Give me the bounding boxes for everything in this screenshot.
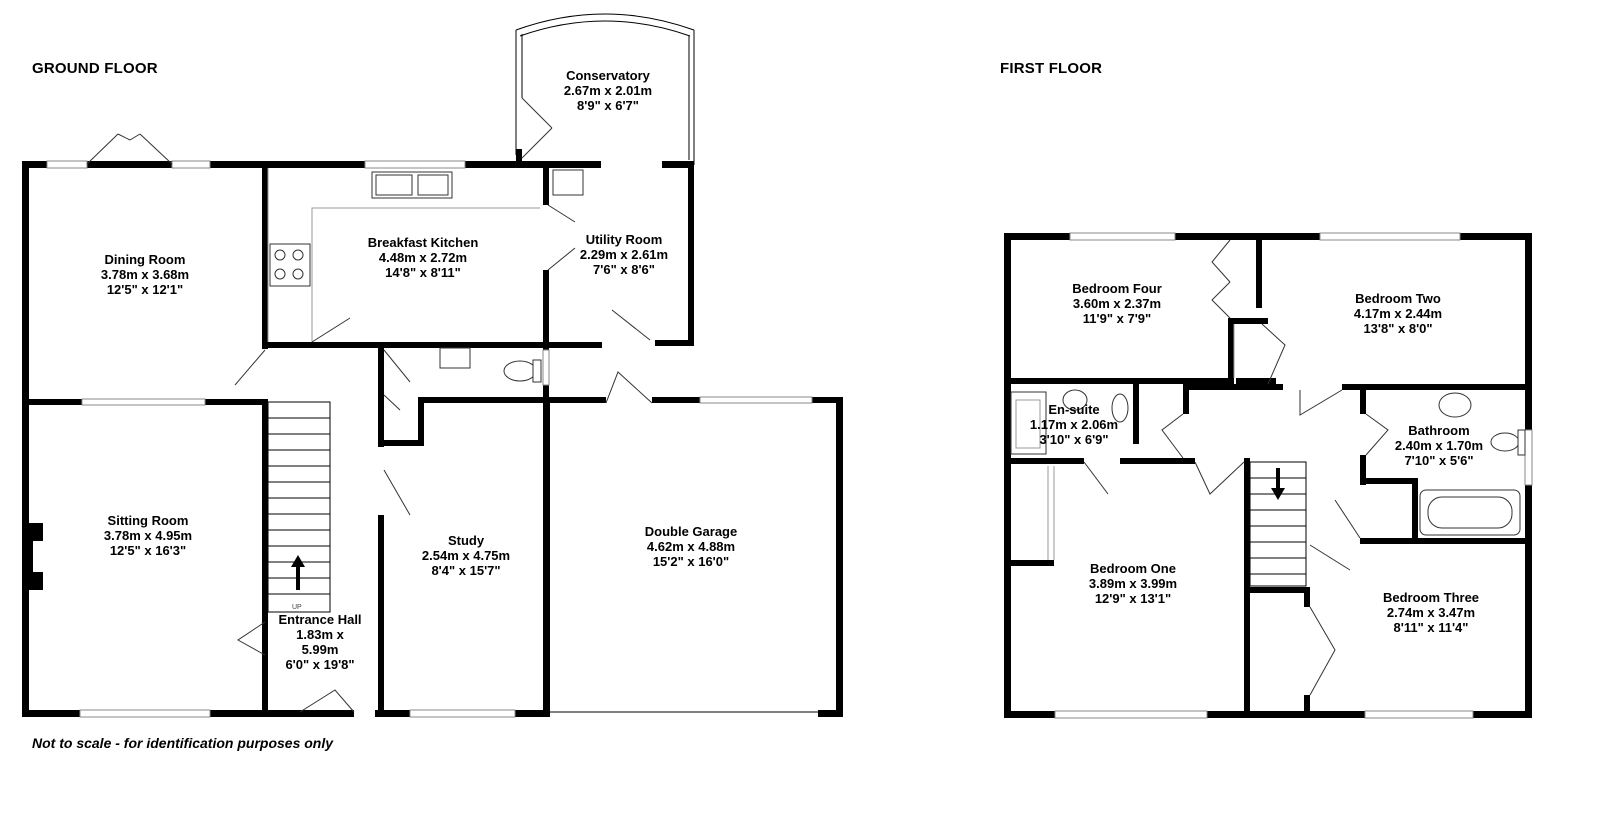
- ensuite-fixtures: [1010, 389, 1129, 455]
- first-floor-plan: [1004, 232, 1533, 719]
- room-name: Conservatory: [566, 68, 650, 83]
- room-imperial: 8'11" x 11'4": [1393, 620, 1469, 635]
- room-name: Sitting Room: [107, 513, 189, 528]
- room-name: Dining Room: [104, 252, 186, 267]
- room-imperial: 14'8" x 8'11": [385, 265, 461, 280]
- stair-arrow-down-icon: [1276, 468, 1280, 490]
- room-metric: 1.17m x 2.06m: [1029, 417, 1119, 432]
- room-name: Bedroom Four: [1072, 281, 1162, 296]
- room-label-utility-room: Utility Room 2.29m x 2.61m 7'6" x 8'6": [580, 232, 668, 277]
- bathroom-fixtures: [1419, 392, 1526, 536]
- room-label-bedroom-three: Bedroom Three 2.74m x 3.47m 8'11" x 11'4…: [1383, 590, 1479, 635]
- room-label-bedroom-two: Bedroom Two 4.17m x 2.44m 13'8" x 8'0": [1354, 291, 1442, 336]
- room-metric: 3.89m x 3.99m: [1088, 576, 1178, 591]
- room-name: En-suite: [1048, 402, 1100, 417]
- stair-arrow-up-icon: [296, 565, 300, 590]
- wc-basin: [439, 347, 471, 369]
- room-name: Utility Room: [585, 232, 663, 247]
- room-imperial: 12'9" x 13'1": [1094, 591, 1172, 606]
- room-metric: 3.60m x 2.37m: [1072, 296, 1162, 311]
- room-metric: 2.74m x 3.47m: [1386, 605, 1476, 620]
- room-label-bedroom-four: Bedroom Four 3.60m x 2.37m 11'9" x 7'9": [1072, 281, 1162, 326]
- ground-floor-windows: [46, 160, 813, 718]
- conservatory-outline: [515, 13, 695, 165]
- room-label-bathroom: Bathroom 2.40m x 1.70m 7'10" x 5'6": [1395, 423, 1483, 468]
- first-floor-windows: [1054, 232, 1533, 719]
- ground-floor-doors: [86, 97, 653, 713]
- room-imperial: 7'6" x 8'6": [593, 262, 655, 277]
- disclaimer-note: Not to scale - for identification purpos…: [32, 735, 334, 751]
- room-imperial: 6'0" x 19'8": [285, 657, 355, 672]
- room-imperial: 7'10" x 5'6": [1404, 453, 1474, 468]
- room-label-study: Study 2.54m x 4.75m 8'4" x 15'7": [422, 533, 510, 578]
- room-metric: 4.48m x 2.72m: [378, 250, 468, 265]
- room-imperial: 13'8" x 8'0": [1363, 321, 1433, 336]
- room-metric: 2.67m x 2.01m: [563, 83, 653, 98]
- first-floor-stairs: [1249, 461, 1307, 587]
- room-name: Study: [447, 533, 485, 548]
- room-imperial: 12'5" x 12'1": [106, 282, 184, 297]
- room-imperial: 12'5" x 16'3": [109, 543, 187, 558]
- first-floor-title: FIRST FLOOR: [1000, 60, 1103, 77]
- room-name: Bedroom Three: [1382, 590, 1480, 605]
- room-metric: 1.83m x: [296, 627, 344, 642]
- room-metric: 5.99m: [301, 642, 339, 657]
- room-imperial: 8'4" x 15'7": [431, 563, 501, 578]
- room-metric: 2.54m x 4.75m: [421, 548, 511, 563]
- ground-floor-plan: [22, 13, 843, 718]
- room-imperial: 8'9" x 6'7": [577, 98, 639, 113]
- room-label-breakfast-kitchen: Breakfast Kitchen 4.48m x 2.72m 14'8" x …: [368, 235, 479, 280]
- room-label-double-garage: Double Garage 4.62m x 4.88m 15'2" x 16'0…: [645, 524, 737, 569]
- room-label-en-suite: En-suite 1.17m x 2.06m 3'10" x 6'9": [1030, 402, 1118, 447]
- room-metric: 3.78m x 3.68m: [100, 267, 190, 282]
- ground-floor-title: GROUND FLOOR: [32, 60, 158, 77]
- room-name: Bedroom Two: [1355, 291, 1441, 306]
- kitchen-worktop: [267, 168, 540, 342]
- room-label-bedroom-one: Bedroom One 3.89m x 3.99m 12'9" x 13'1": [1089, 561, 1177, 606]
- room-metric: 4.62m x 4.88m: [646, 539, 736, 554]
- room-metric: 3.78m x 4.95m: [103, 528, 193, 543]
- ground-floor-stairs: [267, 401, 331, 613]
- stair-up-label: UP: [292, 604, 302, 611]
- room-metric: 4.17m x 2.44m: [1353, 306, 1443, 321]
- room-imperial: 11'9" x 7'9": [1082, 311, 1152, 326]
- room-label-entrance-hall: Entrance Hall 1.83m x 5.99m 6'0" x 19'8": [278, 612, 361, 672]
- wc-toilet: [503, 360, 537, 382]
- wardrobe-lines: [1047, 324, 1235, 560]
- room-label-dining-room: Dining Room 3.78m x 3.68m 12'5" x 12'1": [101, 252, 189, 297]
- room-imperial: 3'10" x 6'9": [1039, 432, 1109, 447]
- room-name: Bedroom One: [1090, 561, 1176, 576]
- room-label-conservatory: Conservatory 2.67m x 2.01m 8'9" x 6'7": [564, 68, 652, 113]
- utility-sink: [552, 169, 584, 196]
- room-label-sitting-room: Sitting Room 3.78m x 4.95m 12'5" x 16'3": [104, 513, 192, 558]
- room-name: Bathroom: [1408, 423, 1470, 438]
- room-metric: 2.40m x 1.70m: [1394, 438, 1484, 453]
- room-name: Breakfast Kitchen: [367, 235, 479, 250]
- first-floor-doors: [1083, 239, 1389, 696]
- room-name: Entrance Hall: [278, 612, 362, 627]
- room-name: Double Garage: [644, 524, 738, 539]
- room-metric: 2.29m x 2.61m: [579, 247, 669, 262]
- room-imperial: 15'2" x 16'0": [652, 554, 730, 569]
